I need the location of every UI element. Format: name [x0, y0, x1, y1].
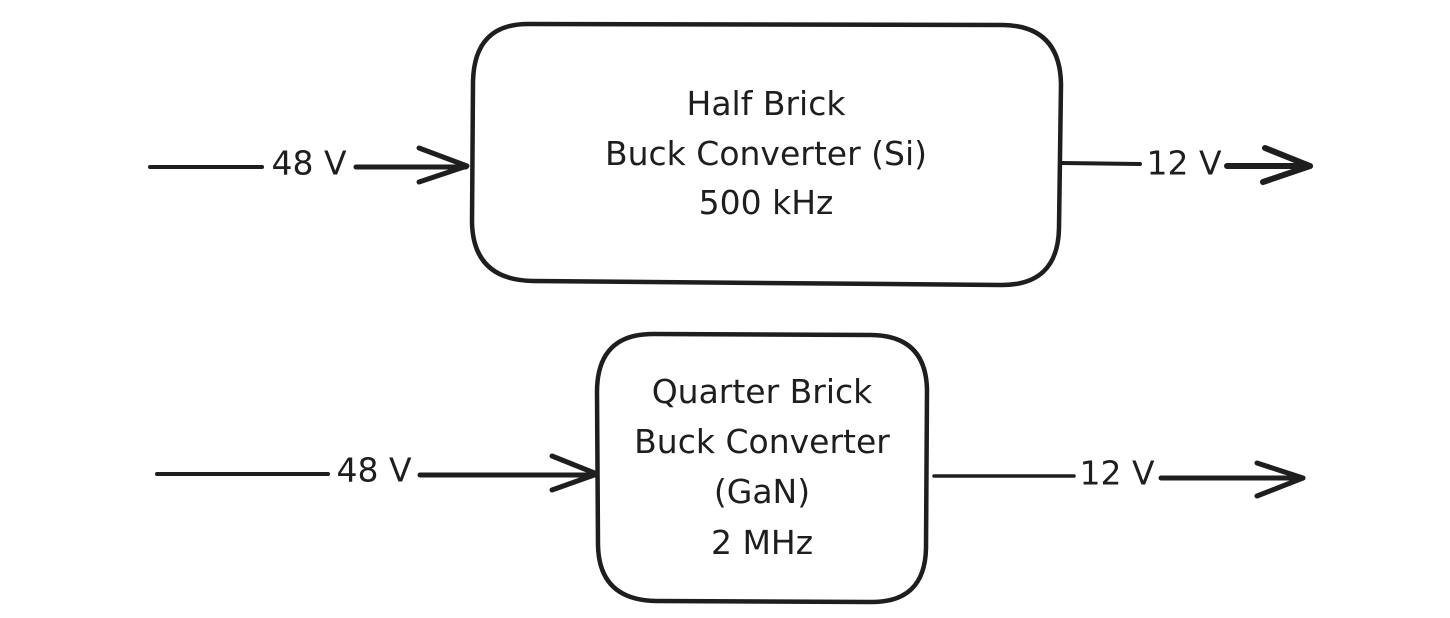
half-brick-title-line-1: Half Brick — [687, 84, 847, 123]
quarter-brick-material: (GaN) — [714, 472, 810, 511]
half-brick-output-label: 12 V — [1146, 144, 1221, 183]
half-brick-converter-group: 48 V Half Brick Buck Converter (Si) 500 … — [148, 21, 1313, 288]
half-brick-input-label: 48 V — [271, 144, 346, 183]
half-brick-title-line-2: Buck Converter (Si) — [605, 134, 927, 173]
quarter-brick-frequency: 2 MHz — [711, 523, 813, 562]
half-brick-output-arrow[interactable] — [1060, 145, 1313, 185]
quarter-brick-title-line-1: Quarter Brick — [652, 372, 873, 411]
half-brick-input-arrow[interactable] — [148, 145, 470, 185]
half-brick-box[interactable] — [469, 21, 1064, 288]
quarter-brick-converter-group: 48 V Quarter Brick Buck Converter (GaN) … — [155, 331, 1306, 605]
quarter-brick-output-arrow[interactable] — [932, 460, 1306, 499]
quarter-brick-input-label: 48 V — [336, 451, 411, 490]
quarter-brick-title-line-2: Buck Converter — [634, 422, 890, 461]
half-brick-frequency: 500 kHz — [699, 183, 834, 222]
quarter-brick-output-label: 12 V — [1079, 454, 1154, 493]
quarter-brick-box[interactable] — [594, 331, 930, 605]
